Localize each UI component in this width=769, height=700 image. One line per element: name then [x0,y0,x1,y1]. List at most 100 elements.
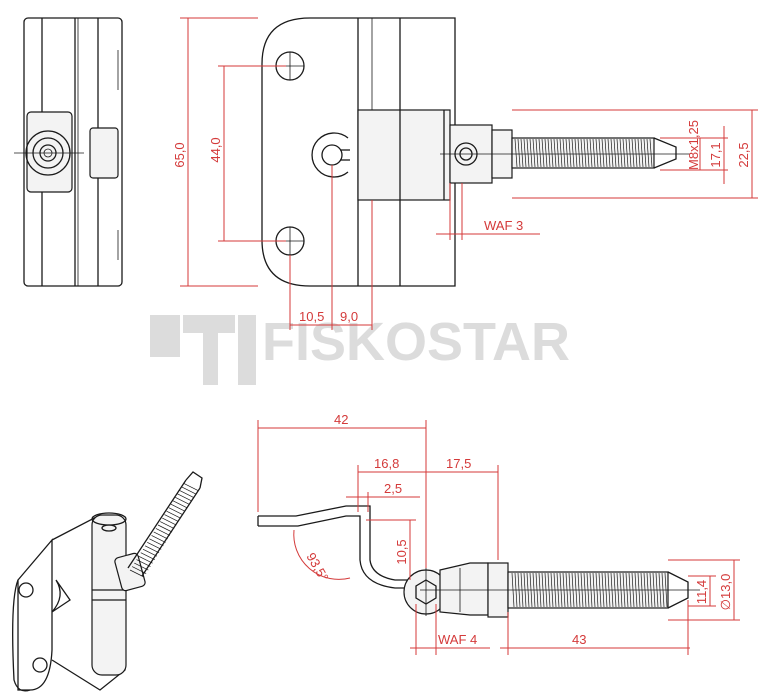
thread-line [142,548,158,557]
dim-thread-label: M8x1,25 [686,120,701,170]
thread-line [151,535,166,543]
thread-line [547,138,551,168]
thread-line [610,138,614,168]
thread-line [568,138,572,168]
thread-line [532,138,536,168]
dim-d-large-label: ∅13,0 [718,574,733,611]
thread-line [144,545,160,554]
thread-line [177,493,192,502]
thread-line [159,521,175,529]
thread-line [592,138,596,168]
thread-line [162,517,177,526]
thread-line [529,138,533,168]
thread-line [131,566,147,574]
thread-line [170,503,186,512]
dim-length-label: 43 [572,632,586,647]
thread-line [598,138,602,168]
thread-line [538,138,542,168]
front-view-dimensions: 65,0 44,0 10,5 9,0 M8x1,25 17,1 22,5 WAF… [172,17,758,330]
thread-line [526,138,530,168]
thread-line [637,138,641,168]
thread-line [179,490,194,498]
thread-line [153,531,168,540]
dim-b-label: 17,5 [446,456,471,471]
thread-line [138,555,153,564]
dim-x2-label: 9,0 [340,309,358,324]
thread-lines [514,138,653,168]
thread-line [172,500,188,509]
dim-x1-label: 10,5 [299,309,324,324]
thread-line [607,138,611,168]
thread-line [175,496,190,505]
dim-waf4-label: WAF 4 [438,632,477,647]
thread-line [577,138,581,168]
thread-line [595,138,599,168]
dim-offset-label: 10,5 [394,539,409,564]
thread-line [164,514,179,522]
watermark-logo-icon [150,315,256,385]
thread-line [129,569,145,578]
thread-line [625,138,629,168]
thread-line [168,507,183,516]
dim-c-label: 2,5 [384,481,402,496]
thread-line [622,138,626,168]
thread-line [517,138,521,168]
thread-line [559,138,563,168]
thread-line [649,138,653,168]
thread-line [604,138,608,168]
thread-line [535,138,539,168]
dim-height-label: 65,0 [172,142,187,167]
thread-line [155,528,171,536]
dim-waf3-label: WAF 3 [484,218,523,233]
side-view [14,17,123,287]
dim-a-label: 16,8 [374,456,399,471]
thread-line [520,138,524,168]
thread-line [149,538,164,547]
thread-line [541,138,545,168]
thread-line [580,138,584,168]
iso-thread-rod [127,471,203,578]
top-view-dimensions: 42 16,8 17,5 2,5 10,5 WAF 4 43 11,4 ∅13,… [257,412,740,655]
top-view: 93,5° [257,505,700,618]
thread-line [613,138,617,168]
dim-hole-spacing-label: 44,0 [208,137,223,162]
dim-d-small-label: 11,4 [694,580,709,604]
watermark-text: FISKOSTAR [262,312,570,372]
thread-line [523,138,527,168]
thread-line [646,138,650,168]
thread-line [601,138,605,168]
thread-line [619,138,623,168]
thread-line [147,541,162,550]
thread-line [562,138,566,168]
thread-line [134,562,149,571]
thread-line [157,524,173,533]
thread-line [643,138,647,168]
thread-line [631,138,635,168]
isometric-view [12,471,203,692]
thread-line [574,138,578,168]
thread-line [640,138,644,168]
thread-line [628,138,632,168]
thread-line [181,486,196,495]
thread-line [583,138,587,168]
thread-line [183,483,199,491]
thread-line [556,138,560,168]
thread-line [565,138,569,168]
thread-line [634,138,638,168]
dim-d1-label: 17,1 [708,142,723,167]
thread-line [140,552,155,561]
watermark: FISKOSTAR [150,312,570,385]
thread-line [553,138,557,168]
thread-line [544,138,548,168]
thread-line [589,138,593,168]
dim-d2-label: 22,5 [736,142,751,167]
thread-line [166,510,181,519]
front-view [261,17,690,287]
dim-overall-label: 42 [334,412,348,427]
thread-line [616,138,620,168]
thread-line [586,138,590,168]
thread-line [571,138,575,168]
thread-line [514,138,518,168]
thread-line [136,559,151,567]
